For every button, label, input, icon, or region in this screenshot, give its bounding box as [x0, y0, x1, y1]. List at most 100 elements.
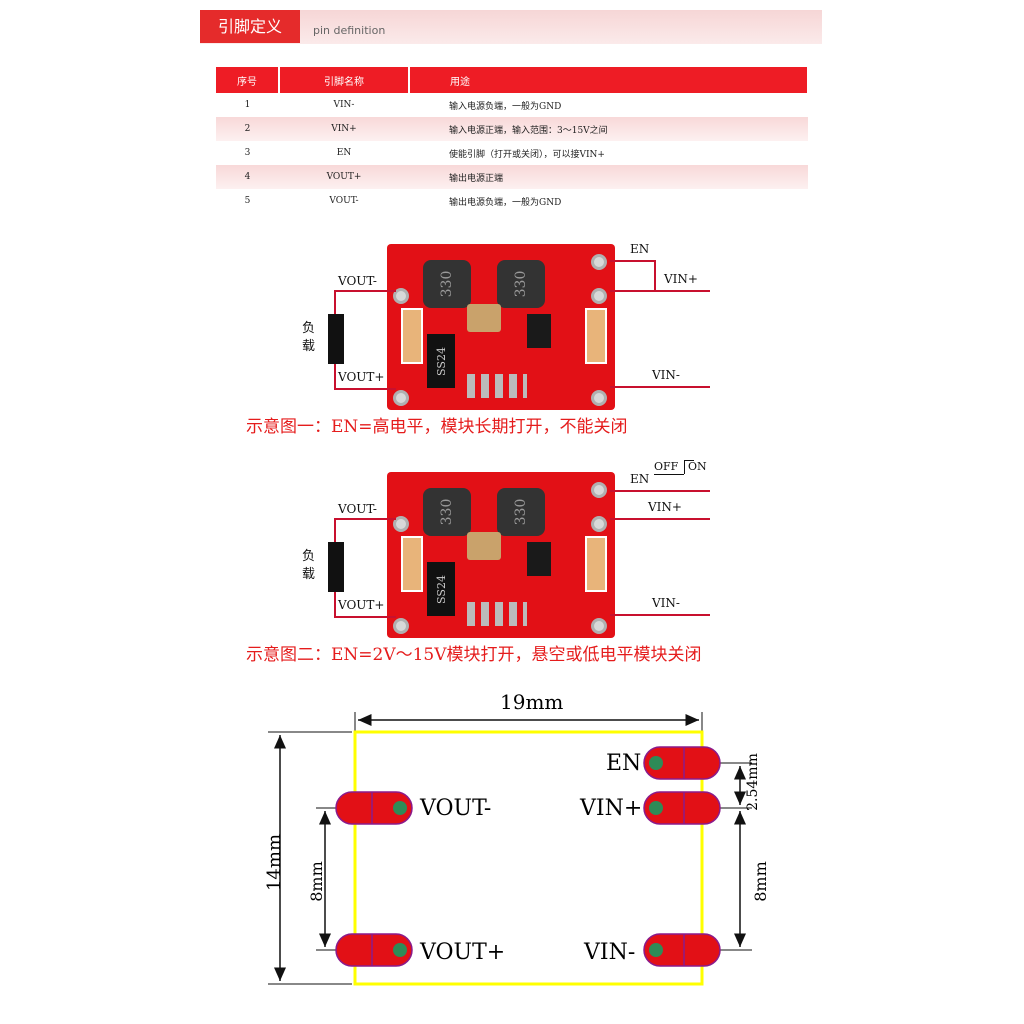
pin-en: [591, 254, 607, 270]
wire: [610, 518, 710, 520]
table-row: 2 VIN+ 输入电源正端，输入范围：3～15V之间: [216, 117, 808, 141]
label-vin-plus: VIN+: [664, 272, 698, 286]
cell-usage: 输入电源负端，一般为GND: [409, 93, 808, 117]
wire: [334, 290, 336, 314]
col-header-usage: 用途: [409, 67, 809, 93]
caption-diagram-1: 示意图一：EN=高电平，模块长期打开，不能关闭: [246, 417, 628, 437]
label-pad-vin-minus: VIN-: [584, 940, 636, 965]
diode-ss24: SS24: [427, 562, 455, 616]
cell-index: 5: [216, 189, 279, 213]
section-header: [200, 10, 822, 44]
step-line: [684, 460, 685, 474]
section-title-en: pin definition: [313, 24, 386, 37]
wire: [334, 518, 336, 542]
cell-index: 4: [216, 165, 279, 189]
pin-vout-minus: [393, 516, 409, 532]
pin-vout-plus: [393, 390, 409, 406]
pin-vout-plus: [393, 618, 409, 634]
wire: [334, 616, 396, 618]
wire: [610, 290, 710, 292]
ic-chip: [527, 314, 551, 348]
pad-array: [467, 602, 527, 626]
label-vout-plus: VOUT+: [338, 598, 385, 612]
pin-vin-plus: [591, 516, 607, 532]
wire: [334, 388, 396, 390]
wire: [610, 386, 710, 388]
label-off: OFF: [654, 460, 679, 473]
wire: [334, 592, 336, 616]
label-en: EN: [630, 242, 650, 256]
pad-vout-minus: [335, 791, 413, 825]
capacitor: [467, 304, 501, 332]
cell-index: 1: [216, 93, 279, 117]
label-pin-pitch: 2.54mm: [744, 753, 761, 811]
ic-chip: [527, 542, 551, 576]
capacitor: [467, 532, 501, 560]
pin-vin-plus: [591, 288, 607, 304]
pcb-board: 330 330 SS24: [387, 472, 615, 638]
cell-index: 3: [216, 141, 279, 165]
diagram-1: 330 330 SS24 VOUT- VOUT+ 负载 EN VIN+ VIN-…: [0, 230, 1024, 440]
load-resistor: [328, 542, 344, 592]
wire: [610, 614, 710, 616]
cell-usage: 使能引脚（打开或关闭），可以接VIN+: [409, 141, 808, 165]
label-on: ON: [688, 460, 707, 473]
label-left-spacing: 8mm: [306, 861, 326, 902]
label-vin-minus: VIN-: [652, 368, 680, 382]
col-header-pin-name: 引脚名称: [279, 67, 410, 93]
pad-en: [643, 746, 721, 780]
pin-en: [591, 482, 607, 498]
capacitor-left: [401, 308, 423, 364]
wire: [334, 518, 396, 520]
wire: [334, 364, 336, 388]
pad-vin-plus: [643, 791, 721, 825]
cell-pin-name: VOUT-: [279, 189, 409, 213]
pad-vout-plus: [335, 933, 413, 967]
diagram-2: 330 330 SS24 VOUT- VOUT+ 负载 EN OFF ON VI…: [0, 458, 1024, 668]
pin-vout-minus: [393, 288, 409, 304]
pad-array: [467, 374, 527, 398]
caption-diagram-2: 示意图二：EN=2V～15V模块打开，悬空或低电平模块关闭: [246, 645, 702, 665]
label-vin-minus: VIN-: [652, 596, 680, 610]
section-title-cn: 引脚定义: [200, 10, 300, 43]
label-en: EN: [630, 472, 650, 486]
capacitor-right: [585, 308, 607, 364]
pad-vin-minus: [643, 933, 721, 967]
cell-pin-name: VOUT+: [279, 165, 409, 189]
label-vout-minus: VOUT-: [338, 274, 377, 288]
cell-pin-name: VIN+: [279, 117, 409, 141]
load-resistor: [328, 314, 344, 364]
board-outline: [353, 730, 704, 986]
label-vout-plus: VOUT+: [338, 370, 385, 384]
table-row: 1 VIN- 输入电源负端，一般为GND: [216, 93, 808, 117]
capacitor-right: [585, 536, 607, 592]
diode-ss24: SS24: [427, 334, 455, 388]
cell-pin-name: EN: [279, 141, 409, 165]
cell-usage: 输出电源正端: [409, 165, 808, 189]
label-pad-vin-plus: VIN+: [580, 796, 643, 821]
label-vin-plus: VIN+: [648, 500, 682, 514]
pin-vin-minus: [591, 618, 607, 634]
capacitor-left: [401, 536, 423, 592]
step-line: [654, 474, 684, 475]
cell-pin-name: VIN-: [279, 93, 409, 117]
table-row: 4 VOUT+ 输出电源正端: [216, 165, 808, 189]
label-load: 负载: [302, 321, 316, 354]
label-vout-minus: VOUT-: [338, 502, 377, 516]
label-right-spacing: 8mm: [750, 861, 770, 902]
col-header-index: 序号: [216, 67, 280, 93]
table-row: 3 EN 使能引脚（打开或关闭），可以接VIN+: [216, 141, 808, 165]
cell-usage: 输入电源正端，输入范围：3～15V之间: [409, 117, 808, 141]
wire: [610, 260, 656, 262]
label-pad-en: EN: [606, 751, 642, 776]
label-height: 14mm: [264, 833, 286, 892]
label-width: 19mm: [500, 690, 564, 714]
wire: [654, 260, 656, 290]
pin-table: 序号 引脚名称 用途 1 VIN- 输入电源负端，一般为GND 2 VIN+ 输…: [216, 67, 809, 213]
label-load: 负载: [302, 549, 316, 582]
wire: [334, 290, 396, 292]
step-line: [684, 460, 694, 461]
pcb-board: 330 330 SS24: [387, 244, 615, 410]
pin-vin-minus: [591, 390, 607, 406]
